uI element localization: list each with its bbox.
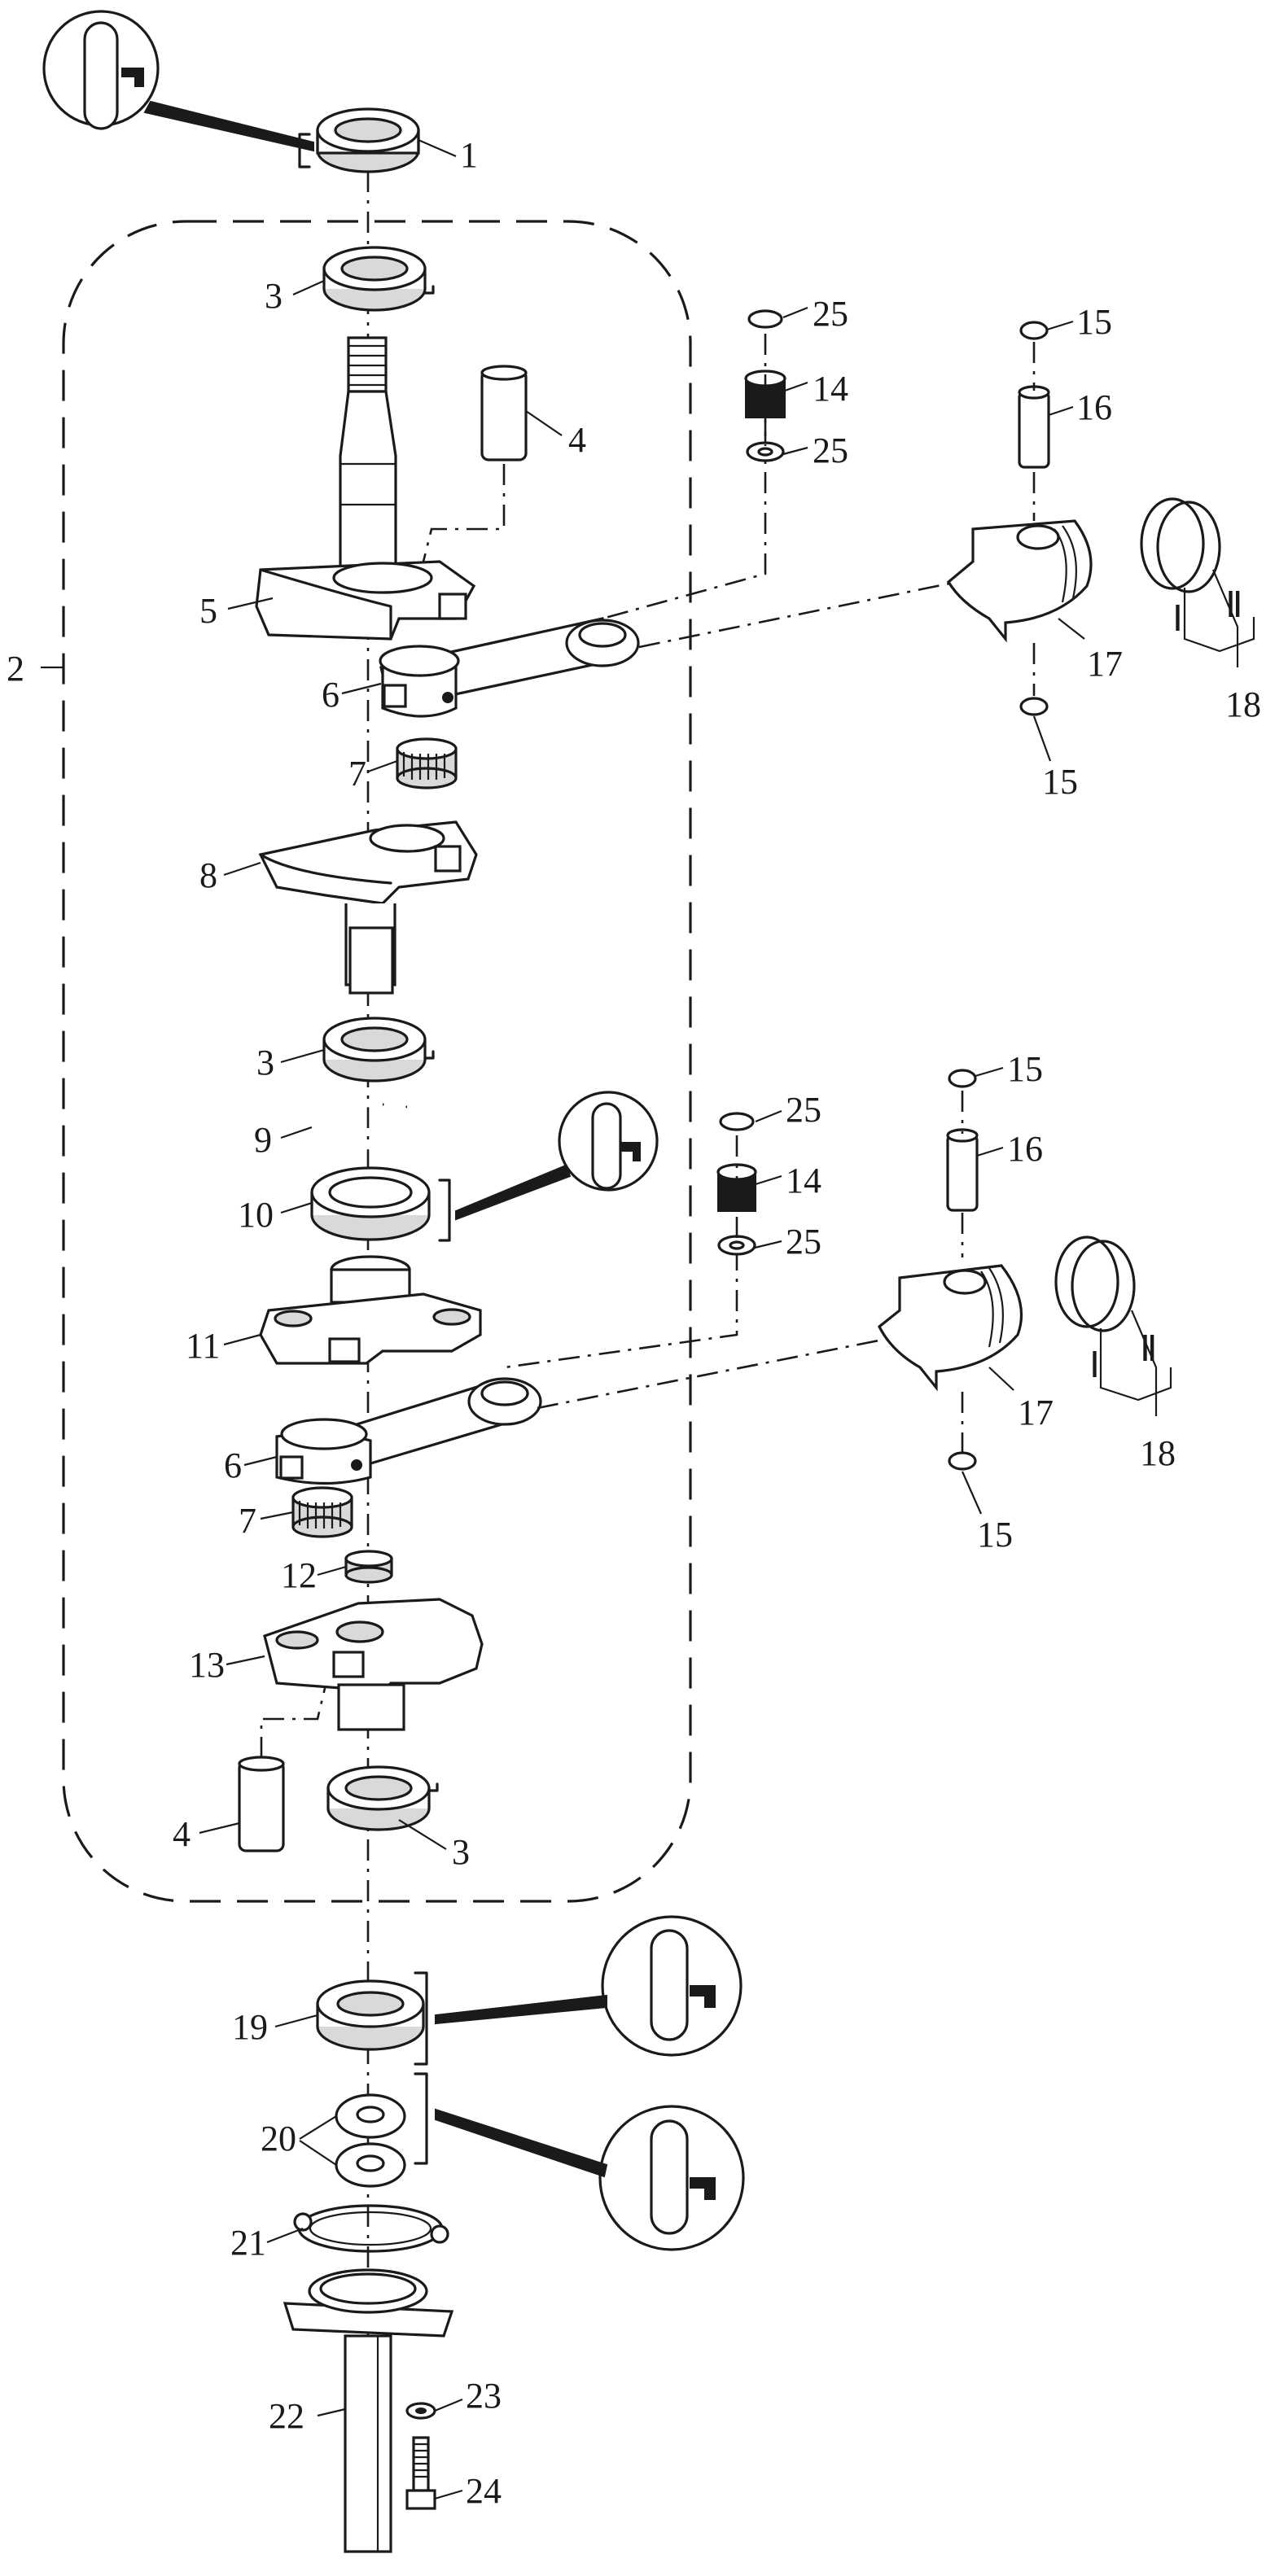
label-17: 17 xyxy=(1018,1393,1054,1432)
label-24: 24 xyxy=(466,2471,502,2511)
washer-small xyxy=(405,2402,436,2420)
ring-label-I: Ⅰ xyxy=(1089,1345,1100,1385)
needle-bearing-icon xyxy=(291,1486,353,1538)
circlip xyxy=(948,1069,977,1088)
circlip xyxy=(948,1451,977,1471)
label-17: 17 xyxy=(1087,644,1123,684)
leader-lines xyxy=(41,138,1255,2500)
crank-web-icon xyxy=(259,1255,482,1365)
label-20: 20 xyxy=(261,2119,296,2158)
connecting-rod-icon xyxy=(275,1377,542,1485)
label-5: 5 xyxy=(199,591,217,631)
label-14: 14 xyxy=(786,1161,821,1201)
bearing-icon xyxy=(322,1017,435,1082)
label-7: 7 xyxy=(239,1501,256,1541)
label-3: 3 xyxy=(256,1043,274,1082)
grease-callout-icon xyxy=(414,2072,745,2251)
piston-icon xyxy=(946,519,1093,643)
grease-callout-icon xyxy=(414,1915,743,2066)
thrust-washer xyxy=(746,441,785,462)
label-16: 16 xyxy=(1076,387,1112,427)
label-12: 12 xyxy=(281,1555,317,1595)
piston-icon xyxy=(877,1264,1023,1392)
ring-label-II: Ⅱ xyxy=(1140,1329,1158,1369)
circlip xyxy=(719,1112,755,1131)
lower-housing xyxy=(283,2268,454,2553)
label-18: 18 xyxy=(1140,1433,1176,1473)
label-25: 25 xyxy=(813,431,848,470)
label-4: 4 xyxy=(173,1814,191,1854)
label-7: 7 xyxy=(348,754,366,794)
label-15: 15 xyxy=(1076,302,1112,342)
label-23: 23 xyxy=(466,2376,502,2416)
grease-callout-icon xyxy=(438,1091,659,1242)
label-19: 19 xyxy=(232,2007,268,2047)
label-25: 25 xyxy=(813,294,848,334)
bearing-icon xyxy=(322,246,435,312)
label-10: 10 xyxy=(238,1195,274,1235)
crank-web-icon xyxy=(255,560,476,641)
crank-web-icon xyxy=(263,1598,484,1731)
piston-pin xyxy=(1018,385,1050,469)
label-11: 11 xyxy=(186,1326,220,1366)
label-15: 15 xyxy=(977,1515,1013,1555)
label-4: 4 xyxy=(568,420,586,460)
part-labels: 1 2 3 3 3 4 4 5 6 6 7 7 8 9 10 11 12 13 … xyxy=(7,135,1261,2511)
crankshaft-upper-shaft xyxy=(339,336,397,571)
crank-pin xyxy=(238,1756,285,1852)
label-15: 15 xyxy=(1042,762,1078,802)
label-3: 3 xyxy=(265,276,283,316)
label-18: 18 xyxy=(1225,684,1261,724)
assembly-box xyxy=(62,220,692,1903)
label-2: 2 xyxy=(7,649,24,689)
label-13: 13 xyxy=(189,1645,225,1685)
bearing-icon xyxy=(326,1765,439,1831)
label-9: 9 xyxy=(254,1120,272,1160)
grease-callout-icon xyxy=(42,10,314,168)
bolt-icon xyxy=(405,2436,436,2510)
thrust-washer xyxy=(717,1235,756,1256)
label-8: 8 xyxy=(199,855,217,895)
bearing-icon xyxy=(316,107,420,173)
ring-label-II: Ⅱ xyxy=(1225,585,1243,625)
piston-ring-icon xyxy=(1140,497,1221,593)
snap-ring xyxy=(309,1102,449,1151)
crank-pin xyxy=(480,365,528,461)
ring-label-I: Ⅰ xyxy=(1172,599,1183,639)
crank-web-icon xyxy=(258,820,478,995)
label-1: 1 xyxy=(460,135,478,175)
label-25: 25 xyxy=(786,1222,821,1262)
label-6: 6 xyxy=(322,675,340,715)
washer-pair xyxy=(335,2093,406,2188)
label-25: 25 xyxy=(786,1090,821,1130)
piston-ring-icon xyxy=(1054,1236,1136,1332)
crank-pin xyxy=(344,1550,393,1584)
piston-pin xyxy=(946,1128,979,1212)
needle-bearing-icon xyxy=(396,737,458,789)
label-21: 21 xyxy=(230,2223,266,2263)
label-3: 3 xyxy=(452,1832,470,1872)
label-15: 15 xyxy=(1007,1049,1043,1089)
connecting-rod-icon xyxy=(379,617,640,718)
label-22: 22 xyxy=(269,2396,304,2436)
gasket xyxy=(293,2204,449,2253)
circlip xyxy=(1019,321,1049,340)
circlip xyxy=(747,309,783,329)
oil-seal xyxy=(310,1166,431,1241)
label-6: 6 xyxy=(224,1445,242,1485)
label-14: 14 xyxy=(813,369,848,409)
label-16: 16 xyxy=(1007,1129,1043,1169)
circlip xyxy=(1019,697,1049,716)
bearing-icon xyxy=(316,1979,425,2051)
